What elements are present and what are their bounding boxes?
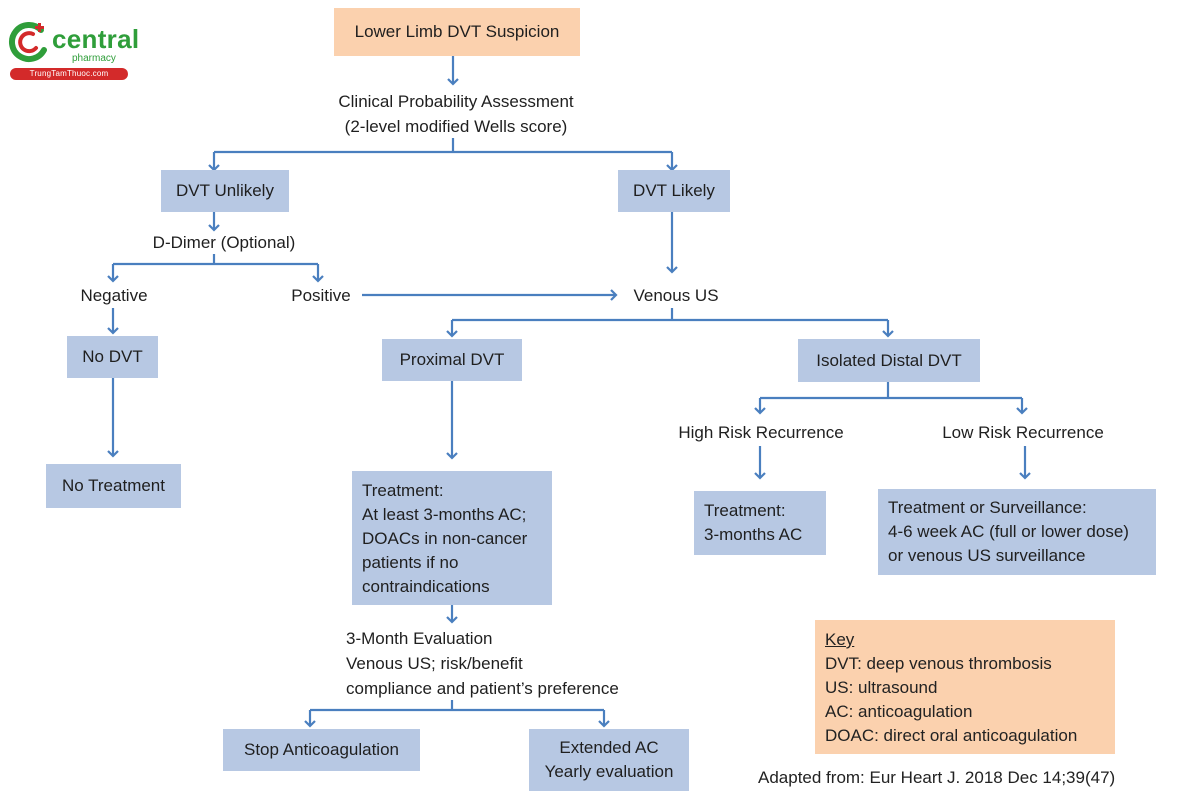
node-negative: Negative [80,286,148,305]
node-positive: Positive [291,286,351,305]
key-line: US: ultrasound [825,678,938,697]
node-treatment-high-risk: Treatment: 3-months AC [694,491,826,555]
key-line: DVT: deep venous thrombosis [825,654,1052,673]
central-pharmacy-logo: central pharmacy TrungTamThuoc.com [8,20,140,82]
source-citation: Adapted from: Eur Heart J. 2018 Dec 14;3… [758,768,1116,787]
node-stop-anticoagulation: Stop Anticoagulation [223,729,420,771]
node-evaluation: 3-Month Evaluation Venous US; risk/benef… [346,629,619,698]
node-no-treatment: No Treatment [46,464,181,508]
node-venous-us: Venous US [633,286,719,305]
logo-url: TrungTamThuoc.com [10,68,128,80]
node-low-risk: Low Risk Recurrence [942,423,1104,442]
key-legend: Key DVT: deep venous thrombosis US: ultr… [815,620,1115,754]
node-isolated-distal-dvt: Isolated Distal DVT [798,339,980,382]
logo-mark-icon [9,22,47,62]
node-assessment: Clinical Probability Assessment (2-level… [338,92,574,136]
node-high-risk: High Risk Recurrence [678,423,844,442]
node-extended-ac: Extended AC Yearly evaluation [529,729,689,791]
key-line: DOAC: direct oral anticoagulation [825,726,1078,745]
logo-brand: central [52,24,140,54]
node-suspicion: Lower Limb DVT Suspicion [334,8,580,56]
node-treatment-low-risk: Treatment or Surveillance: 4-6 week AC (… [878,489,1156,575]
node-dvt-likely: DVT Likely [618,170,730,212]
key-title: Key [825,630,855,649]
node-dvt-unlikely: DVT Unlikely [161,170,289,212]
node-treatment-proximal: Treatment: At least 3-months AC; DOACs i… [352,471,552,605]
node-no-dvt: No DVT [67,336,158,378]
node-ddimer: D-Dimer (Optional) [152,233,296,252]
node-proximal-dvt: Proximal DVT [382,339,522,381]
logo-sub: pharmacy [72,53,116,64]
key-line: AC: anticoagulation [825,702,973,721]
